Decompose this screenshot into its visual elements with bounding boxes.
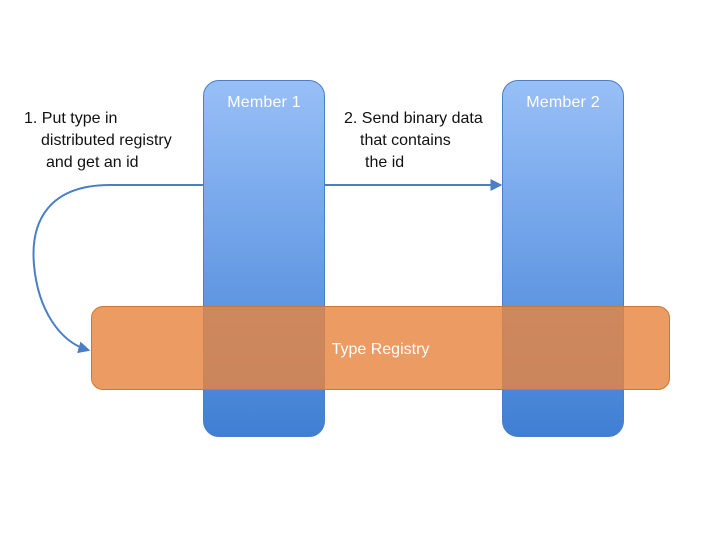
step-1-line-3: and get an id: [46, 154, 139, 171]
step-2-line-3: the id: [365, 154, 405, 171]
step-2-line-1: 2. Send binary data: [344, 110, 483, 127]
step-1-line-2: distributed registry: [41, 132, 172, 149]
type-registry-label: Type Registry: [331, 341, 430, 358]
step-2-annotation: 2. Send binary data that contains the id: [344, 108, 483, 174]
type-registry-box: Type Registry: [91, 306, 670, 390]
member-1-label: Member 1: [227, 94, 301, 111]
step-2-line-2: that contains: [360, 132, 451, 149]
step-1-annotation: 1. Put type in distributed registry and …: [24, 108, 172, 174]
member-2-label: Member 2: [526, 94, 600, 111]
step-1-line-1: 1. Put type in: [24, 110, 118, 127]
